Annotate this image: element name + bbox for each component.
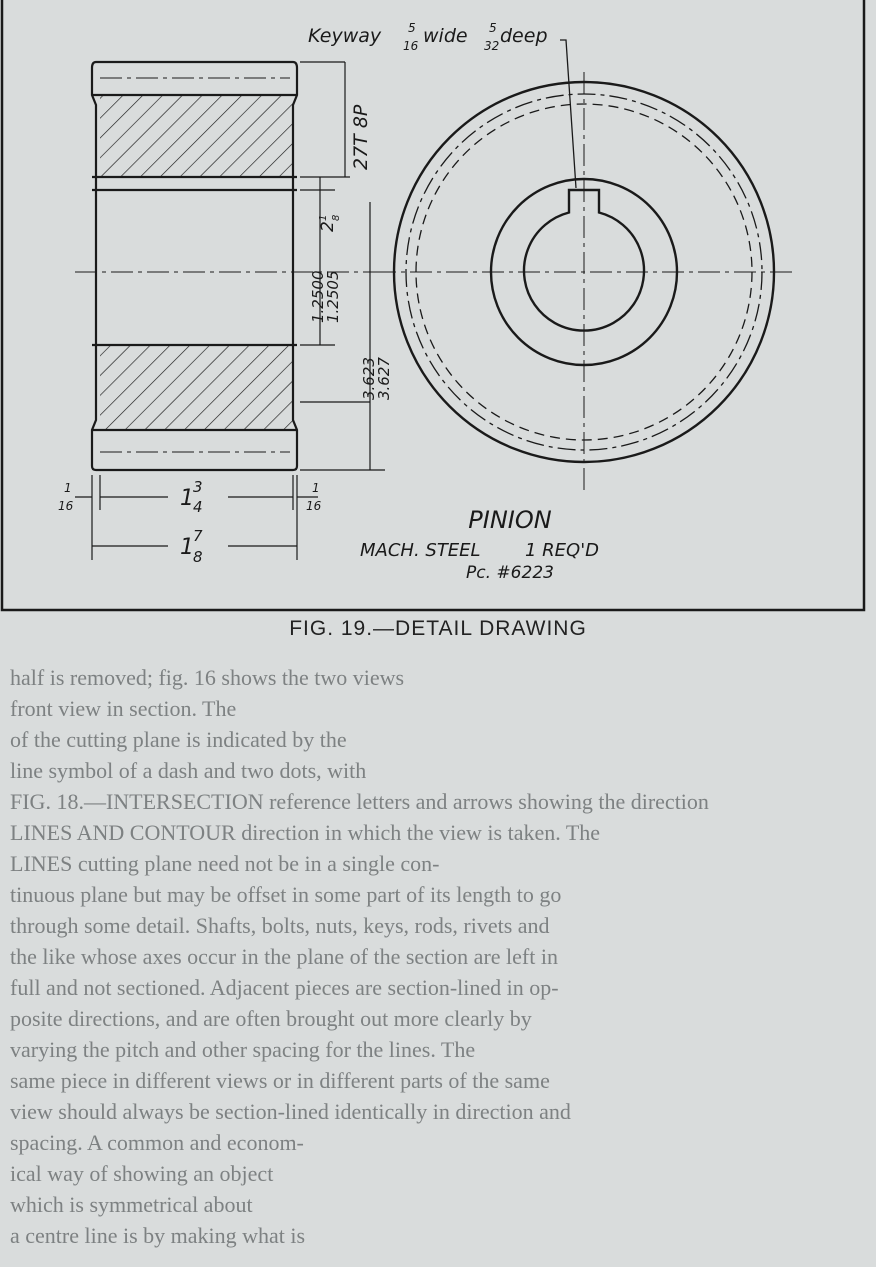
bg-line: front view in section. The — [10, 696, 237, 721]
drawing-border — [0, 0, 866, 612]
od-dimension: 3.623 3.627 — [360, 357, 393, 400]
drawing-text: 5 — [408, 21, 416, 35]
drawing-text: 1.2505 — [324, 271, 342, 324]
material-label: MACH. STEEL — [360, 540, 481, 561]
bg-line: same piece in different views or in diff… — [10, 1068, 550, 1093]
bg-line: ical way of showing an object — [10, 1161, 274, 1186]
hatched-section-bottom — [100, 345, 293, 430]
drawing-text: 8 — [193, 548, 203, 566]
bg-line: LINES cutting plane need not be in a sin… — [10, 851, 440, 876]
drawing-sheet: Keyway 5 16 wide 5 32 deep 27T 8P 2 1 8 … — [0, 0, 866, 640]
bg-line: the like whose axes occur in the plane o… — [10, 944, 558, 969]
drawing-text: 4 — [193, 498, 203, 516]
bg-line: through some detail. Shafts, bolts, nuts… — [10, 913, 550, 938]
drawing-text: Keyway — [308, 25, 382, 47]
drawing-text: 1 — [312, 481, 320, 495]
bg-line: full and not sectioned. Adjacent pieces … — [10, 975, 559, 1000]
show-through-text: half is removed; fig. 16 shows the two v… — [0, 650, 876, 1267]
keyway-leader — [560, 39, 577, 189]
bg-line: view should always be section-lined iden… — [10, 1099, 571, 1124]
bore-dimension: 1.2500 1.2505 — [309, 271, 342, 324]
right-chamfer-dimension: 1 16 — [306, 481, 322, 513]
bg-line: spacing. A common and econom- — [10, 1130, 304, 1155]
drawing-text: 3 — [193, 478, 203, 496]
drawing-text: 1.2500 — [309, 271, 327, 324]
drawing-text: 1 — [318, 215, 329, 221]
bg-line: a centre line is by making what is — [10, 1223, 306, 1248]
bg-line: tinuous plane but may be offset in some … — [10, 882, 562, 907]
drawing-text: 1 — [180, 486, 194, 511]
bg-line: of the cutting plane is indicated by the — [10, 727, 347, 752]
drawing-text: 5 — [489, 21, 497, 35]
drawing-text: 8 — [331, 215, 342, 221]
drawing-text: 16 — [58, 499, 74, 513]
bg-line: line symbol of a dash and two dots, with — [10, 758, 367, 783]
bg-line: LINES AND CONTOUR direction in which the… — [10, 820, 601, 845]
bg-line: which is symmetrical about — [10, 1192, 253, 1217]
hatched-section-top — [100, 95, 293, 177]
hub-dimension: 2 1 8 — [318, 215, 342, 232]
left-chamfer-dimension: 1 16 — [58, 481, 74, 513]
drawing-text: 16 — [403, 39, 419, 53]
figure-caption: FIG. 19.—DETAIL DRAWING — [289, 617, 587, 640]
drawing-text: 2 — [318, 221, 338, 232]
drawing-text: 1 — [64, 481, 72, 495]
quantity-label: 1 REQ'D — [525, 540, 599, 561]
dimension-lines — [75, 61, 385, 560]
bg-line: varying the pitch and other spacing for … — [10, 1037, 476, 1062]
drawing-text: wide — [423, 25, 468, 47]
detail-drawing: Keyway 5 16 wide 5 32 deep 27T 8P 2 1 8 … — [0, 0, 866, 612]
keyway-note: Keyway 5 16 wide 5 32 deep — [308, 21, 548, 53]
drawing-text: 3.623 — [360, 357, 378, 400]
drawing-text: 1 — [180, 535, 194, 560]
piece-number: Pc. #6223 — [466, 563, 554, 583]
overall-width-dimension: 1 7 8 — [180, 527, 203, 566]
pinion-front-view — [374, 39, 794, 490]
drawing-text: 3.627 — [375, 357, 393, 400]
part-title: PINION — [468, 506, 551, 534]
drawing-text: 16 — [306, 499, 322, 513]
drawing-text: 32 — [484, 39, 499, 53]
drawing-text: deep — [500, 25, 548, 47]
bg-line: posite directions, and are often brought… — [10, 1006, 532, 1031]
face-width-dimension: 1 3 4 — [180, 478, 203, 516]
pinion-section-view — [75, 60, 380, 472]
bg-line: FIG. 18.—INTERSECTION reference letters … — [10, 789, 709, 814]
teeth-pitch-label: 27T 8P — [350, 104, 372, 170]
bg-line: half is removed; fig. 16 shows the two v… — [10, 665, 405, 690]
drawing-text: 7 — [193, 527, 203, 545]
